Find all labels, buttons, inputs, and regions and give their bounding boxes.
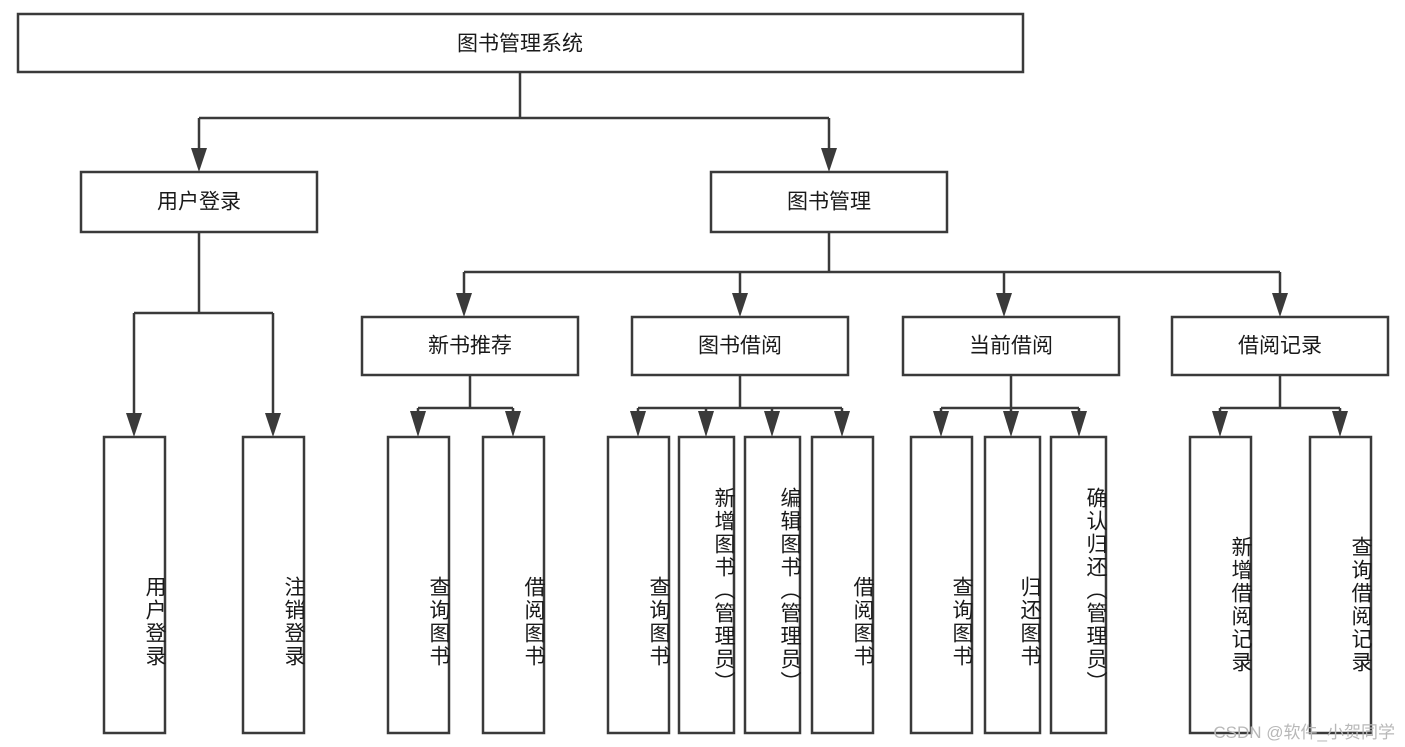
arrow-leaf-query-book-3 bbox=[933, 411, 949, 437]
node-user-login[interactable]: 用户登录 bbox=[79, 170, 319, 234]
node-book-borrow-box[interactable] bbox=[630, 315, 850, 377]
leaf-box-confirm-return[interactable] bbox=[1049, 435, 1108, 735]
leaf-box-query-book-3[interactable] bbox=[909, 435, 974, 735]
leaf-box-query-record[interactable] bbox=[1308, 435, 1373, 735]
arrow-to-new-book-recommend bbox=[456, 293, 472, 317]
arrow-leaf-edit-book bbox=[764, 411, 780, 437]
leaf-box-user-login[interactable] bbox=[102, 435, 167, 735]
node-book-manage[interactable]: 图书管理 bbox=[709, 170, 949, 234]
leaf-boxes-layer bbox=[102, 435, 1373, 735]
arrow-to-borrow-record bbox=[1272, 293, 1288, 317]
node-current-borrow-label: 当前借阅 bbox=[969, 335, 1053, 358]
leaf-box-edit-book[interactable] bbox=[743, 435, 802, 735]
node-book-borrow-label: 图书借阅 bbox=[698, 335, 782, 358]
node-new-book-recommend[interactable]: 新书推荐 bbox=[360, 315, 580, 377]
node-borrow-record[interactable]: 借阅记录 bbox=[1170, 315, 1390, 377]
arrow-leaf-user-logout bbox=[265, 413, 281, 437]
leaf-box-borrow-book-2[interactable] bbox=[810, 435, 875, 735]
arrow-to-book-borrow bbox=[732, 293, 748, 317]
arrow-leaf-query-book-2 bbox=[630, 411, 646, 437]
arrow-leaf-query-record bbox=[1332, 411, 1348, 437]
arrow-to-current-borrow bbox=[996, 293, 1012, 317]
leaf-box-user-logout[interactable] bbox=[241, 435, 306, 735]
node-root-label: 图书管理系统 bbox=[457, 33, 583, 56]
node-book-borrow[interactable]: 图书借阅 bbox=[630, 315, 850, 377]
arrow-leaf-user-login bbox=[126, 413, 142, 437]
node-current-borrow[interactable]: 当前借阅 bbox=[901, 315, 1121, 377]
node-user-login-box[interactable] bbox=[79, 170, 319, 234]
leaf-box-query-book-1[interactable] bbox=[386, 435, 451, 735]
node-user-login-label: 用户登录 bbox=[157, 191, 241, 214]
csdn-watermark: CSDN @软件_小贺同学 bbox=[1213, 723, 1395, 742]
leaf-box-add-record[interactable] bbox=[1188, 435, 1253, 735]
node-book-manage-box[interactable] bbox=[709, 170, 949, 234]
node-current-borrow-box[interactable] bbox=[901, 315, 1121, 377]
arrow-leaf-add-record bbox=[1212, 411, 1228, 437]
arrow-leaf-borrow-book-1 bbox=[505, 411, 521, 437]
arrow-leaf-return-book bbox=[1003, 411, 1019, 437]
leaf-box-add-book[interactable] bbox=[677, 435, 736, 735]
node-new-book-recommend-label: 新书推荐 bbox=[428, 335, 512, 358]
connector-layer bbox=[126, 72, 1348, 437]
node-new-book-recommend-box[interactable] bbox=[360, 315, 580, 377]
node-book-manage-label: 图书管理 bbox=[787, 191, 871, 214]
leaf-box-return-book[interactable] bbox=[983, 435, 1042, 735]
node-borrow-record-label: 借阅记录 bbox=[1238, 335, 1322, 358]
arrow-to-user-login bbox=[191, 148, 207, 172]
node-root[interactable]: 图书管理系统 bbox=[16, 12, 1025, 74]
arrow-leaf-borrow-book-2 bbox=[834, 411, 850, 437]
node-borrow-record-box[interactable] bbox=[1170, 315, 1390, 377]
node-root-box[interactable] bbox=[16, 12, 1025, 74]
arrow-leaf-query-book-1 bbox=[410, 411, 426, 437]
leaf-box-query-book-2[interactable] bbox=[606, 435, 671, 735]
arrow-to-book-manage bbox=[821, 148, 837, 172]
leaf-box-borrow-book-1[interactable] bbox=[481, 435, 546, 735]
arrow-leaf-confirm-return bbox=[1071, 411, 1087, 437]
arrow-leaf-add-book bbox=[698, 411, 714, 437]
